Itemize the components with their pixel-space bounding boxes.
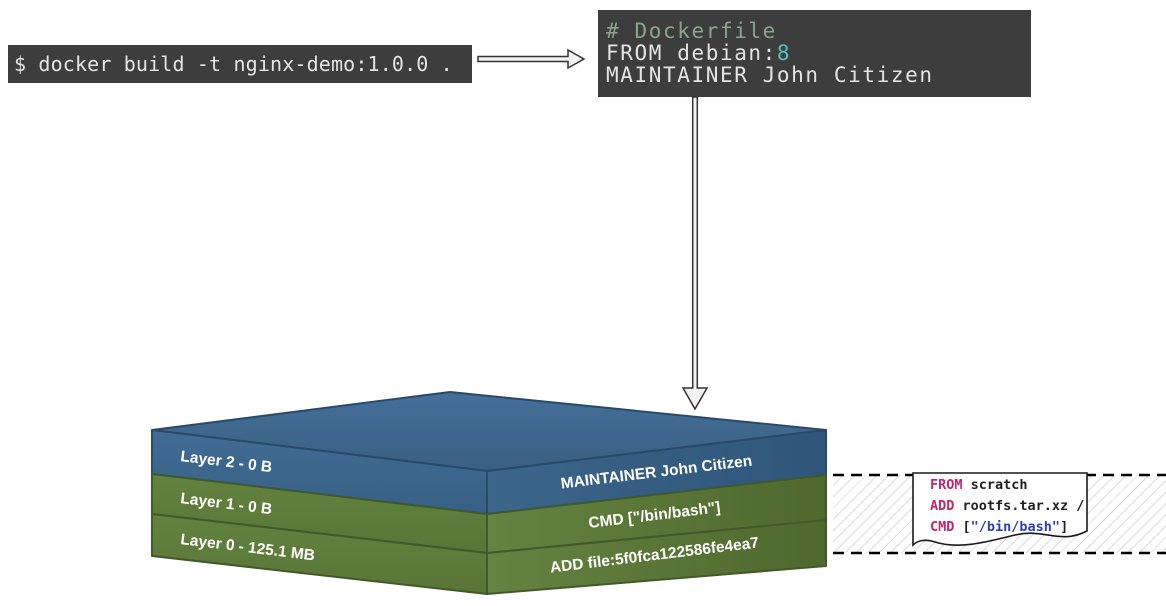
- doc-add-keyword: ADD: [930, 498, 954, 514]
- arrow-down-icon: [681, 96, 709, 411]
- base-image-document: [912, 472, 1088, 547]
- doc-cmd-string: "/bin/bash": [971, 519, 1060, 535]
- image-tag: 8: [776, 41, 792, 65]
- dockerfile-box: # Dockerfile FROM debian:8 MAINTAINER Jo…: [598, 10, 1031, 97]
- terminal-command-text: $ docker build -t nginx-demo:1.0.0 .: [14, 52, 453, 76]
- doc-cmd-keyword: CMD: [930, 519, 954, 535]
- doc-cmd-line: CMD ["/bin/bash"]: [930, 519, 1068, 535]
- layer-0-front-face: [486, 519, 827, 595]
- doc-add-args: rootfs.tar.xz /: [954, 498, 1084, 514]
- doc-from-line: FROM scratch: [930, 477, 1028, 493]
- arrow-right-icon: [477, 48, 586, 70]
- maintainer-instruction: MAINTAINER John Citizen: [606, 63, 934, 87]
- from-instruction: FROM debian:: [606, 41, 777, 65]
- doc-from-keyword: FROM: [930, 477, 963, 493]
- dockerfile-comment-line: # Dockerfile: [606, 20, 1023, 42]
- doc-cmd-bracket-close: ]: [1060, 519, 1068, 535]
- doc-cmd-bracket-open: [: [954, 519, 970, 535]
- doc-from-args: scratch: [963, 477, 1028, 493]
- dockerfile-maintainer-line: MAINTAINER John Citizen: [606, 64, 1023, 86]
- dockerfile-from-line: FROM debian:8: [606, 42, 1023, 64]
- dockerfile-comment: # Dockerfile: [606, 19, 777, 43]
- layer-stack: [151, 391, 827, 595]
- doc-add-line: ADD rootfs.tar.xz /: [930, 498, 1084, 514]
- terminal-command-box: $ docker build -t nginx-demo:1.0.0 .: [8, 45, 472, 83]
